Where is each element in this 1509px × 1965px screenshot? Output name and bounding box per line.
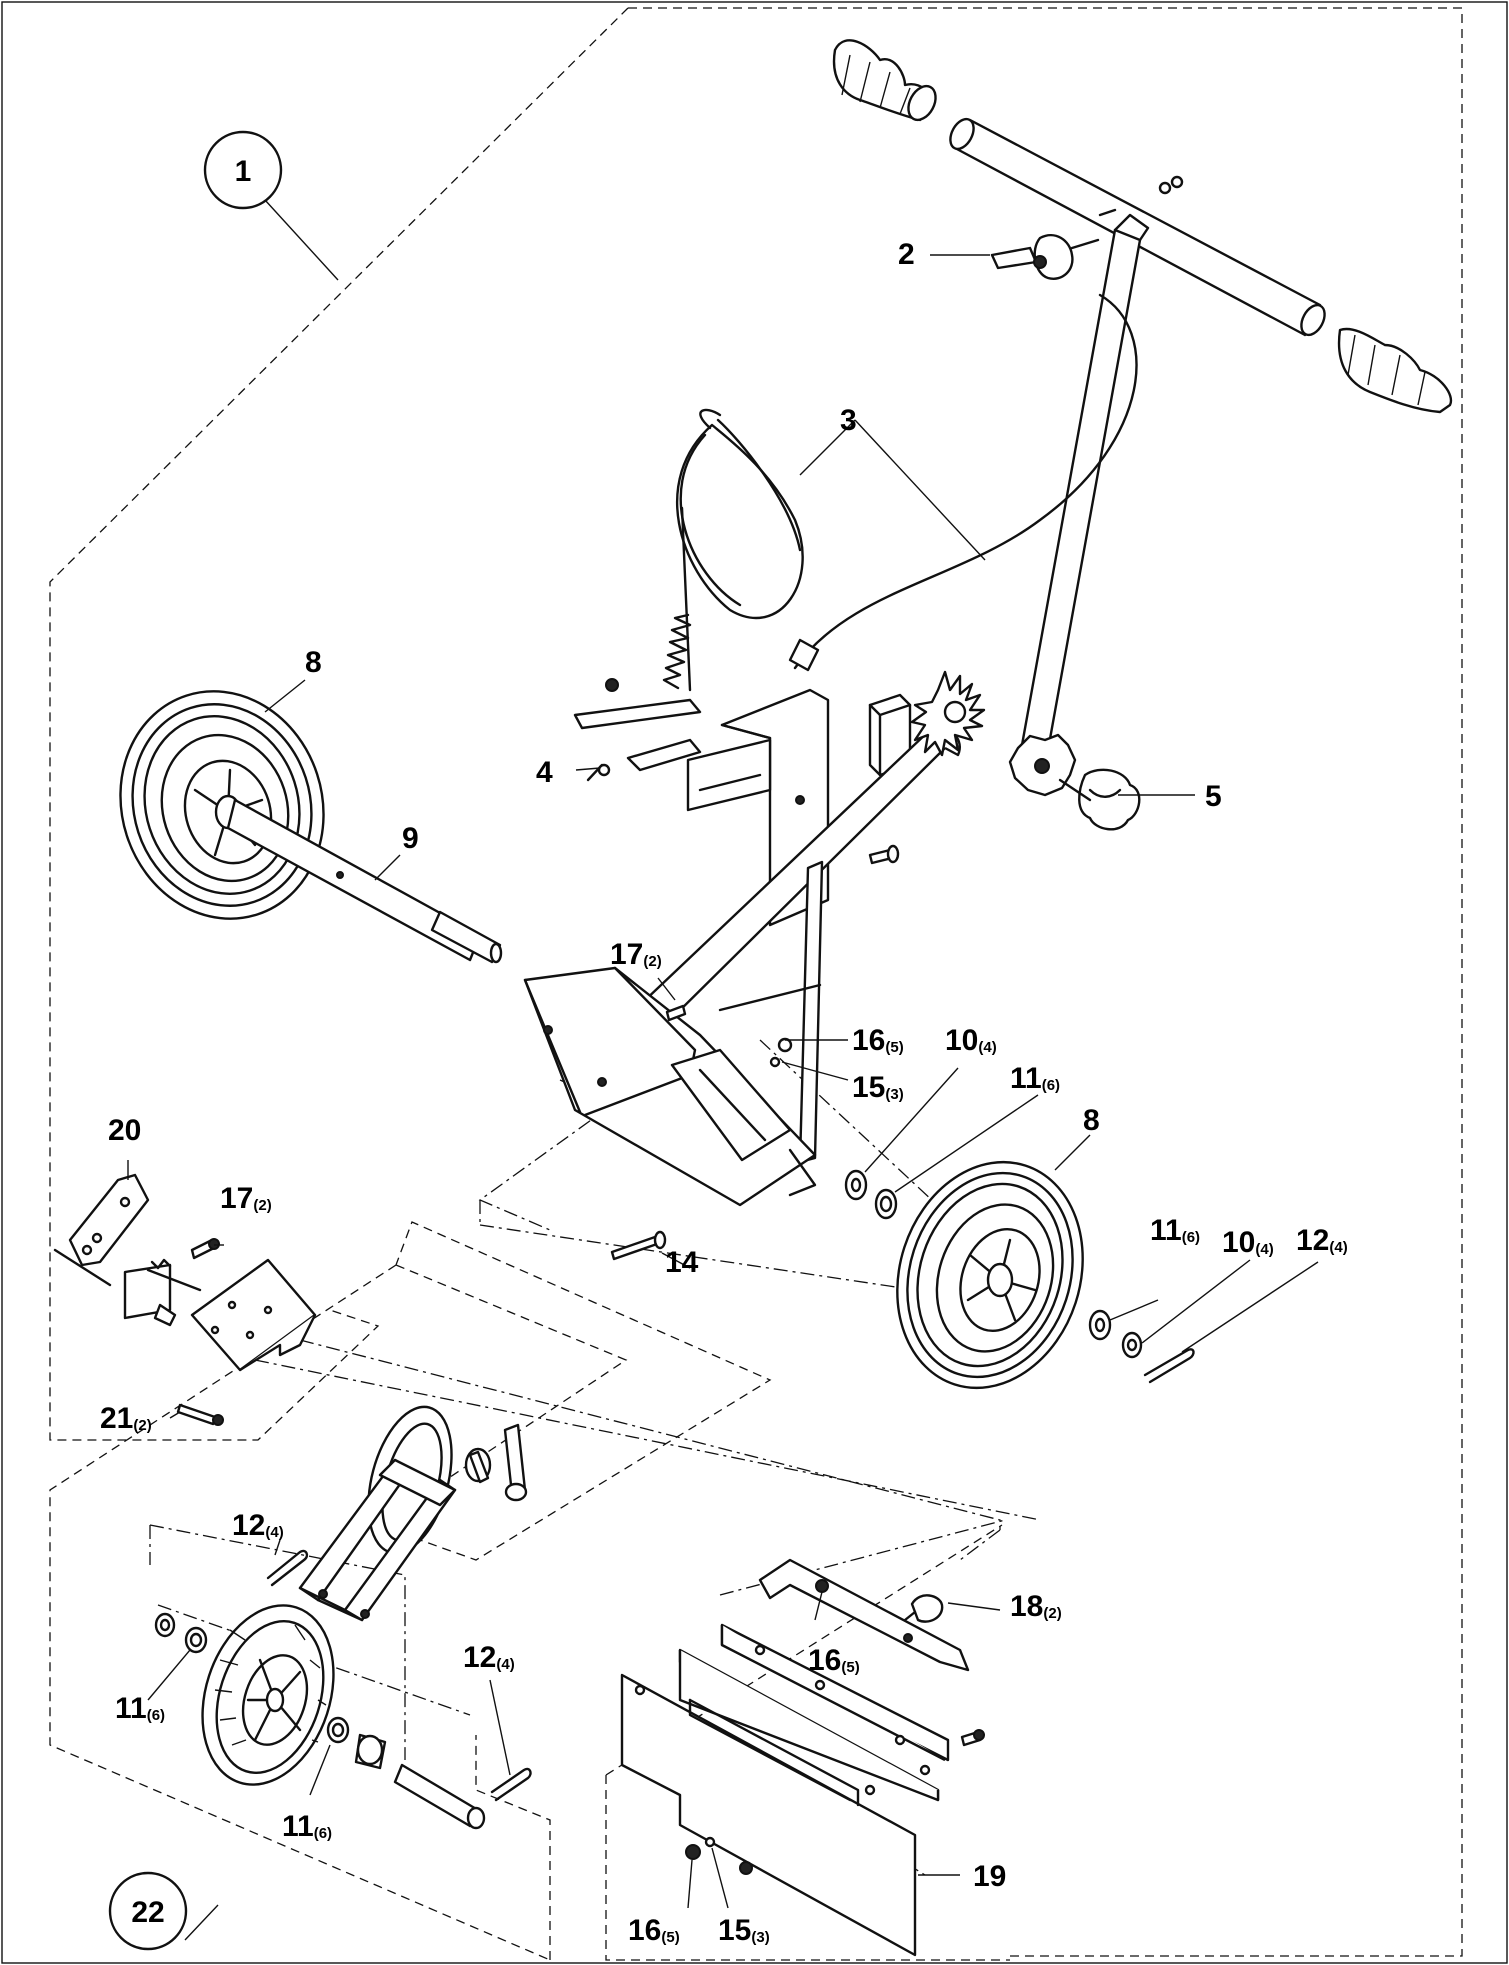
- handle-grip-right: [1337, 327, 1453, 414]
- shield-bracket: [758, 1558, 970, 1672]
- gear-star-knob: [910, 670, 986, 757]
- label-16-shield: 16(5): [808, 1644, 860, 1677]
- label-12-wheel: 12(4): [232, 1509, 284, 1542]
- label-8-right: 8: [1083, 1104, 1100, 1137]
- label-2: 2: [898, 238, 915, 271]
- callout-22: 22: [108, 1871, 188, 1951]
- adjustment-knob: [1058, 768, 1141, 831]
- mount-bracket: [53, 1238, 317, 1426]
- label-10-top: 10(4): [945, 1024, 997, 1057]
- main-frame: [523, 688, 961, 1207]
- throttle-lever: [990, 175, 1184, 280]
- label-15-bottom: 15(3): [718, 1914, 770, 1947]
- depth-wheel-washers: [154, 1612, 387, 1770]
- cable-spring: [662, 613, 692, 690]
- label-10-right: 10(4): [1222, 1226, 1274, 1259]
- label-21: 21(2): [100, 1402, 152, 1435]
- label-18: 18(2): [1010, 1590, 1062, 1623]
- label-5: 5: [1205, 780, 1222, 813]
- label-20: 20: [108, 1114, 141, 1147]
- label-12-pin: 12(4): [463, 1641, 515, 1674]
- label-14: 14: [665, 1246, 699, 1279]
- wheel-large-right: [896, 1160, 1084, 1390]
- callout-1: 1: [203, 130, 283, 210]
- label-4: 4: [536, 756, 553, 789]
- depth-wheel: [201, 1604, 335, 1786]
- label-12-right: 12(4): [1296, 1224, 1348, 1257]
- lever-handle: [503, 1423, 528, 1502]
- label-11-right: 11(6): [1150, 1214, 1200, 1247]
- label-11-wheel-bottom: 11(6): [282, 1810, 332, 1843]
- handle-grip-left: [832, 39, 937, 122]
- bolts-frame: [610, 844, 900, 1261]
- label-15-top: 15(3): [852, 1071, 904, 1104]
- label-16-bottom: 16(5): [628, 1914, 680, 1947]
- washers-right: [844, 1169, 1143, 1359]
- cable-bracket: [573, 678, 702, 782]
- label-3: 3: [840, 404, 857, 437]
- label-8-left: 8: [305, 646, 322, 679]
- depth-wheel-pins: [266, 1549, 532, 1830]
- axle-shaft: [226, 798, 503, 964]
- label-16-top: 16(5): [852, 1024, 904, 1057]
- part-labels: 2 3 4 5 8 9 17(2) 16(5) 10(4) 15(3) 11(6…: [100, 238, 1348, 1947]
- label-17-top: 17(2): [610, 938, 662, 971]
- plate-20: [68, 1173, 150, 1267]
- handle-pole: [1020, 213, 1150, 752]
- cotter-pin-right: [1143, 1348, 1195, 1384]
- label-9: 9: [402, 822, 419, 855]
- shield-plates: [620, 1623, 985, 1957]
- leader-lines: [127, 199, 1319, 1941]
- handle-bar: [949, 117, 1326, 337]
- label-19: 19: [973, 1860, 1006, 1893]
- label-17-left: 17(2): [220, 1182, 272, 1215]
- depth-wheel-fork: [298, 1405, 492, 1622]
- sprocket: [1008, 733, 1077, 797]
- throttle-cable: [676, 293, 1138, 692]
- label-11-wheel-left: 11(6): [115, 1692, 165, 1725]
- wheel-large-left: [119, 690, 325, 920]
- callout-22-text: 22: [131, 1896, 164, 1929]
- shield-hardware: [685, 1836, 753, 1875]
- group-22-outline: [49, 1264, 551, 1961]
- group-1-outline: [49, 7, 1463, 1957]
- callout-1-text: 1: [235, 155, 252, 188]
- label-11-top: 11(6): [1010, 1062, 1060, 1095]
- group-20-outline: [376, 1221, 772, 1561]
